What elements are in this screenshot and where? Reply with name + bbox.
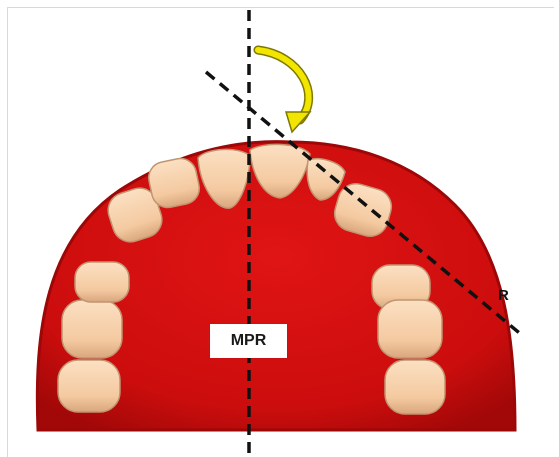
tooth-left-3: [75, 262, 129, 302]
tooth-left-2: [62, 300, 122, 358]
r-label: R: [498, 287, 509, 304]
tooth-right-1: [385, 360, 445, 414]
mpr-label: MPR: [210, 324, 287, 358]
tooth-right-2: [378, 300, 442, 358]
tooth-left-1: [58, 360, 120, 412]
